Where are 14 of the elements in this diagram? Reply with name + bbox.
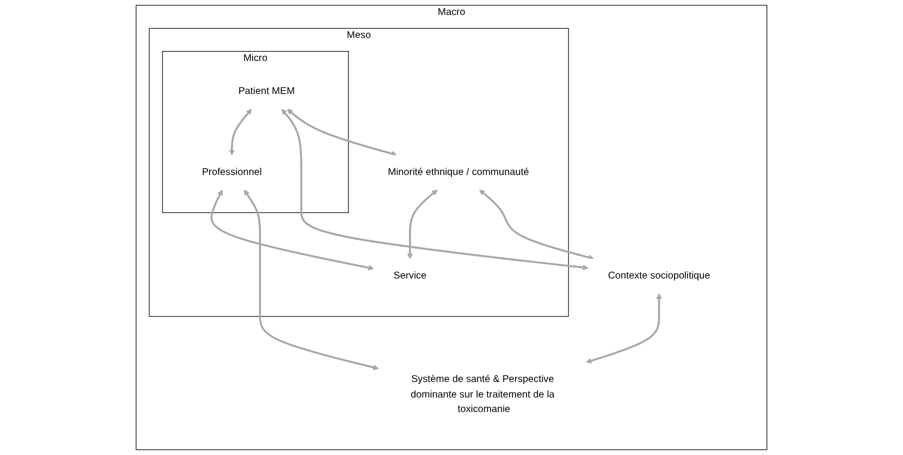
arrow [210,190,374,271]
arrow [479,190,594,260]
arrow [407,190,438,260]
node-text: Service [394,270,426,282]
node-text: Minorité ethnique / communauté [388,166,529,178]
arrow [586,293,662,364]
arrow [281,108,588,270]
arrow [228,108,252,156]
node-text: Système de santé & Perspective dominante sur le traitement de la toxicomanie [410,374,555,415]
node-text: Contexte sociopolitique [608,270,710,282]
arrow [287,108,397,156]
node-text: Patient MEM [238,86,295,97]
node-text: Professionnel [202,166,262,178]
arrow [244,190,379,370]
